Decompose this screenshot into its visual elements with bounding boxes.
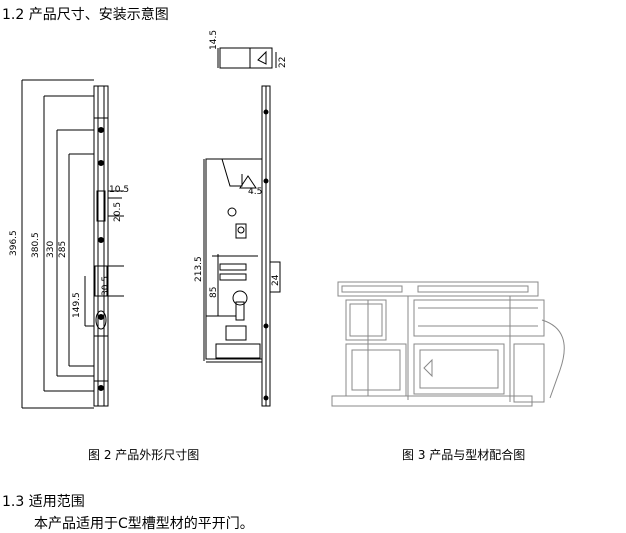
figure-3-drawing [328, 270, 580, 416]
dim-4-5: 4.5 [248, 187, 262, 197]
dim-285: 285 [58, 241, 68, 258]
figure-2-drawing: 396.5 380.5 330 285 149.5 10.5 20.5 30.5… [0, 26, 300, 418]
figure-2-caption: 图 2 产品外形尺寸图 [88, 448, 200, 462]
dim-330: 330 [46, 241, 56, 258]
lock-body-outline [205, 158, 263, 360]
dim-396-5: 396.5 [9, 230, 19, 256]
dim-14-5: 14.5 [209, 30, 219, 50]
figure-3-caption: 图 3 产品与型材配合图 [402, 448, 526, 462]
dim-85: 85 [209, 287, 219, 298]
dim-380-5: 380.5 [31, 232, 41, 258]
dim-213-5: 213.5 [194, 256, 204, 282]
section-1-3-heading: 1.3 适用范围 [2, 494, 85, 510]
dim-22: 22 [278, 57, 288, 68]
dim-30-5: 30.5 [101, 276, 111, 296]
strip-outline [93, 85, 109, 407]
dim-149-5: 149.5 [72, 292, 82, 318]
section-1-3-body: 本产品适用于C型槽型材的平开门。 [34, 516, 254, 532]
dim-10-5: 10.5 [109, 185, 129, 195]
dim-20-5: 20.5 [113, 202, 123, 222]
dim-24: 24 [271, 274, 281, 286]
section-1-2-heading: 1.2 产品尺寸、安装示意图 [2, 7, 169, 23]
